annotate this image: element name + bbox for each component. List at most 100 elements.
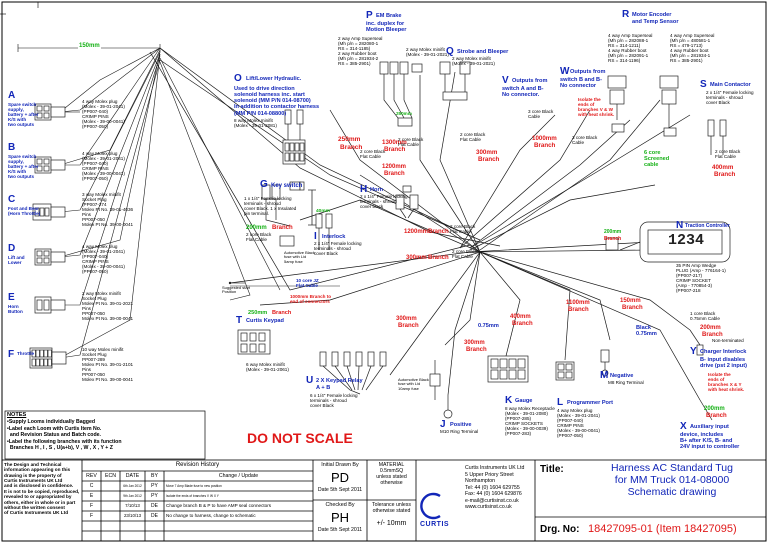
connector-h (395, 185, 419, 219)
misc-length-1: 1200mm (382, 164, 407, 170)
branch-d-letter: D (8, 243, 16, 254)
branch-k-title: Gauge (515, 398, 533, 404)
connector-e (34, 296, 66, 314)
branch-n-title: Traction Controller (685, 223, 730, 229)
rev-header-date: DATE (125, 473, 140, 479)
branch-p-connector: 2 way Molex minifit (Molex - 39-01-2021) (406, 47, 449, 57)
rev-row-4-by: DE (151, 513, 158, 519)
branch-w-title2: switch B and B- No connector (560, 77, 602, 90)
connector-b (34, 156, 66, 174)
branch-t-sub: 6 way Molex minifit (Molex - 39-01-2061) (246, 362, 289, 372)
branch-x-length: 200mm (704, 406, 725, 412)
branch-r-letter: R (622, 9, 630, 20)
branch-r-title2: and Temp Sensor (632, 19, 679, 25)
initial-drawn-label: Initial Drawn By (321, 462, 359, 468)
notes-box (4, 410, 206, 460)
branch-k-letter: K (505, 395, 513, 406)
drawing-number: 18427095-01 (Item 18427095) (588, 523, 737, 535)
branch-y-title2: B- input disables drive (pst 2 input) (700, 357, 747, 370)
left-fan-wires (59, 47, 281, 359)
branch-o-letter: O (234, 73, 242, 84)
branch-u-title: 2 X Keypad Relay (316, 378, 363, 384)
branch-h-title: Horn (370, 187, 384, 193)
initial-drawn-date: Date 5th Sept 2011 (317, 487, 363, 493)
checked-date: Date 5th Sept 2011 (317, 527, 363, 533)
connector-l (555, 361, 575, 381)
branch-f-desc: Throttle (17, 351, 35, 356)
branch-o-title: Lift/Lower Hydraulic. (246, 76, 302, 82)
branch-w-title: Outputs from (570, 69, 606, 75)
branch-i-sub: 2 x 1/4" Female locking terminals - shro… (314, 241, 362, 256)
rev-header-rev: REV (86, 473, 97, 479)
do-not-scale-warning: DO NOT SCALE (247, 430, 353, 446)
connector-i (315, 213, 333, 250)
branch-l-title: Programmer Port (567, 400, 614, 406)
initial-drawn-value: PD (330, 470, 350, 485)
branch-g-dimension: 40mm (316, 209, 330, 214)
branch-p-length-word: Branch (384, 146, 406, 153)
branch-r-title: Motor Encoder (632, 12, 672, 18)
rev-header-ecn: ECN (105, 473, 116, 479)
top-dimension-label: 150mm (78, 43, 101, 50)
branch-p-title2: inc. duplex for Motion Bleeper (366, 21, 407, 34)
branch-h-letter: H (360, 184, 368, 195)
branch-e-desc: Horn Button (8, 304, 23, 314)
misc-length-2: 300mm (396, 316, 417, 322)
branch-u-letter: U (306, 375, 314, 386)
branch-p-dimension: 250mm (396, 111, 412, 116)
revision-history-title: Revision History (175, 462, 220, 468)
title-label: Title: (540, 464, 564, 475)
branch-o-body: Used to drive direction solenoid harness… (234, 86, 320, 117)
branch-b-desc: Spare switch supply, battery + after K/S… (8, 154, 39, 179)
branch-w-isolate-note: Isolate the ends of branches V & W with … (578, 97, 615, 118)
connector-a (34, 103, 66, 121)
branch-q-cable: 2 core Black Flat Cable (460, 132, 486, 142)
confidential-notice: The Design and Technical information app… (4, 462, 80, 516)
branch-k-length-word: Branch (512, 321, 533, 327)
connector-q (439, 61, 471, 101)
branch-x-title2: device, includes B+ after K/S, B- and 24… (680, 432, 740, 451)
material-label: MATERIAL (378, 462, 405, 468)
branch-a-letter: A (8, 90, 16, 101)
controller-display: 1234 (667, 232, 704, 249)
branch-g-letter: G (260, 179, 268, 190)
rev-row-1-date: 6th Jan 2012 (123, 484, 142, 488)
rev-row-3-rev: F (89, 503, 94, 509)
branch-s-title: Main Contactor (710, 82, 751, 88)
connector-j (443, 395, 453, 419)
branch-v-title: Outputs from (512, 78, 548, 84)
branch-l-length: 1100mm (566, 300, 590, 306)
branch-u-wire: 0.75mm (478, 323, 499, 329)
branch-v-title2: switch A and B- No connector. (502, 86, 544, 99)
connector-p (379, 61, 423, 127)
branch-b-letter: B (8, 142, 16, 153)
branch-w-cable: 3 core Black Cable (572, 135, 598, 145)
branch-y-title: Charger Interlock (700, 349, 747, 355)
notes-item-1: •Supply Looms individually Bagged (7, 419, 96, 425)
ten-core-cable: 10 core JZ Flat Cable (296, 278, 319, 288)
rev-row-2-change: Isolate the ends of branches V W X Y (166, 494, 219, 498)
branch-r-amp-2: 4 way Amp Superseal (Mh p/n = 480581-1 R… (670, 33, 715, 63)
tolerance-value: +/- 10mm (376, 520, 407, 527)
rev-row-4-date: 23/10/13 (123, 513, 142, 518)
rev-row-2-rev: E (89, 493, 94, 499)
connector-d (34, 248, 66, 266)
branch-n-sub: 35 PIN Amp Wedge PLUG (Amp - 776164-1) (… (676, 263, 726, 293)
checked-by-label: Checked By (325, 502, 355, 508)
branch-p-cable: 2 core Black Flat Cable (398, 137, 424, 147)
branch-o-cable: 2 core Black Flat Cable (360, 149, 386, 159)
connector-r (607, 75, 679, 137)
rev-row-1-rev: C (89, 483, 94, 489)
branch-i-title: Interlock (322, 234, 346, 240)
branch-h-cable: 2 core Black Flat Cable (450, 224, 476, 234)
branch-m-letter: M (600, 370, 609, 381)
company-address: Curtis Instruments UK Ltd 5 Upper Priory… (465, 465, 525, 510)
rev-row-3-change: Change branch B & P to have AMP seal con… (166, 503, 272, 508)
branch-y-isolate-note: Isolate the ends of branches X & Y with … (708, 372, 745, 393)
connector-k (487, 355, 529, 383)
branch-c-connector: 3 way Molex minifit Socket Plug (PP007-2… (82, 192, 134, 227)
trunk-wires (149, 47, 701, 401)
misc-length-2-word: Branch (398, 323, 419, 329)
branch-m-wire: Black 0.75mm (636, 325, 657, 338)
branch-t-title: Curtis Keypad (246, 318, 284, 324)
